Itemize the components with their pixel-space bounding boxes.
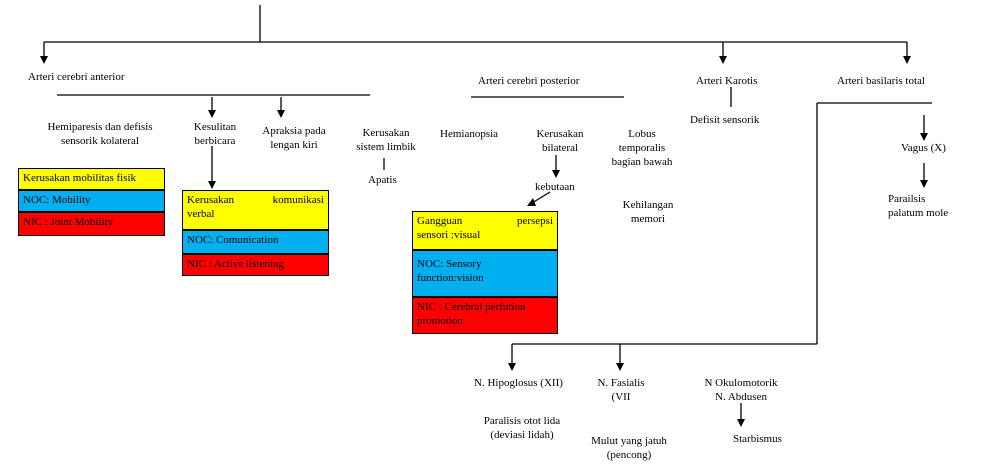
box2-noc: NOC: Comunication xyxy=(182,230,329,254)
artery-posterior-label: Arteri cerebri posterior xyxy=(478,75,580,87)
box1-nic: NIC : Joint Mobility xyxy=(18,212,165,236)
hemianopsia-text: Hemianopsia xyxy=(440,128,499,140)
box2-nic: NIC : Active listening xyxy=(182,254,329,276)
vagus-text: Vagus (X) xyxy=(901,142,946,154)
artery-karotis-label: Arteri Karotis xyxy=(696,75,758,87)
fasialis-text: N. Fasialis(VII xyxy=(597,377,645,403)
box1-noc: NOC: Mobility xyxy=(18,190,165,212)
kebutaan-text: kebutaan xyxy=(535,181,575,193)
starbismus-text: Starbismus xyxy=(733,433,782,445)
fasialis-effect-text: Mulut yang jatuh(pencong) xyxy=(591,435,667,461)
artery-basilaris-label: Arteri basilaris total xyxy=(837,75,925,87)
defisit-sensorik-text: Defisit sensorik xyxy=(690,114,760,126)
hipoglosus-text: N. Hipoglosus (XII) xyxy=(474,377,563,389)
box1-diagnosis: Kerusakan mobilitas fisik xyxy=(18,168,165,190)
hipoglosus-effect-text: Paralisis otot lida(deviasi lidah) xyxy=(483,415,561,441)
artery-anterior-label: Arteri cerebri anterior xyxy=(28,71,125,83)
apatis-text: Apatis xyxy=(368,174,397,186)
